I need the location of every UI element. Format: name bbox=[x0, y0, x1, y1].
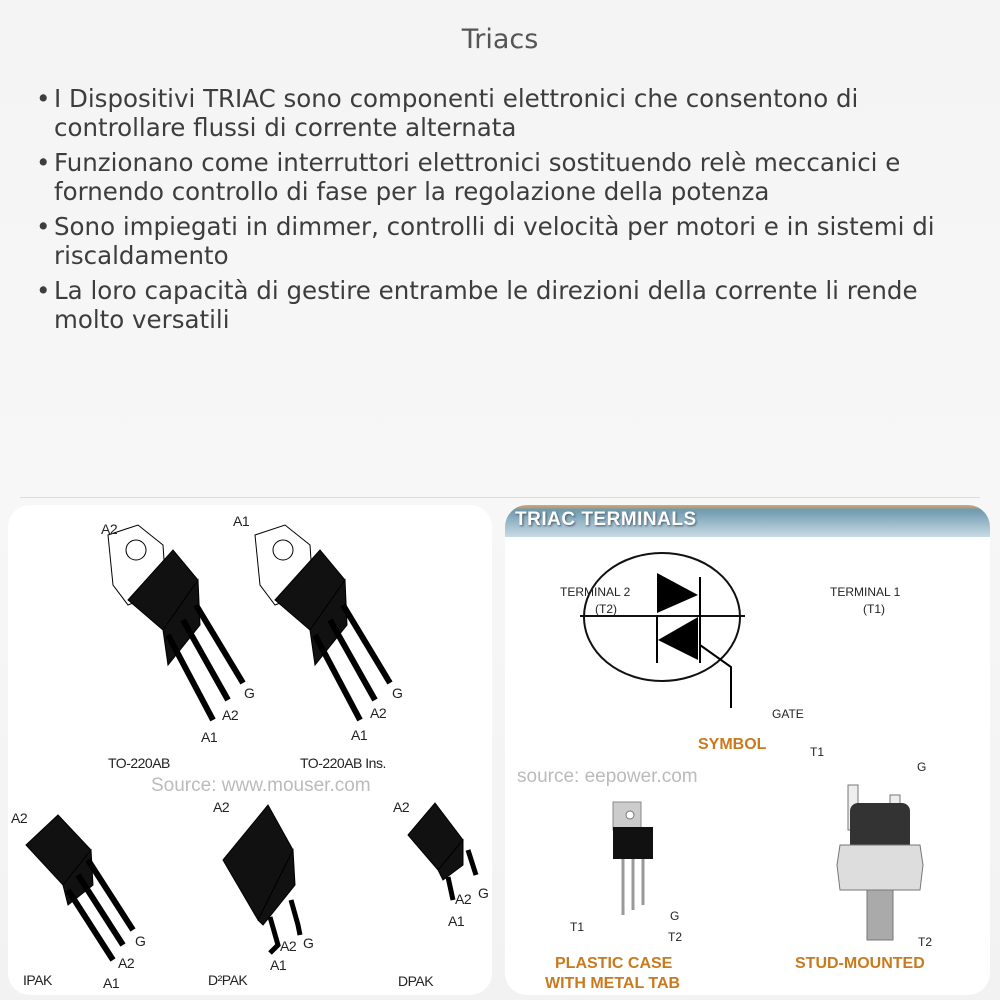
bullet-text: Sono impiegati in dimmer, controlli di v… bbox=[54, 212, 935, 270]
pin-label: T1 bbox=[810, 745, 825, 759]
pin-label: A2 bbox=[280, 938, 297, 954]
bullet-list: •I Dispositivi TRIAC sono componenti ele… bbox=[32, 84, 982, 340]
pin-label: G bbox=[670, 909, 680, 923]
pin-label: T1 bbox=[570, 920, 585, 934]
source-watermark: source: eepower.com bbox=[517, 766, 698, 787]
d2pak-package-icon bbox=[222, 804, 303, 955]
t1-label: (T1) bbox=[863, 602, 885, 616]
packages-drawing bbox=[25, 524, 479, 962]
plastic-case-caption-2: WITH METAL TAB bbox=[545, 975, 681, 992]
triac-symbol-icon bbox=[580, 552, 924, 941]
pin-label: G bbox=[917, 760, 927, 774]
dpak-package-icon bbox=[407, 802, 479, 901]
source-watermark: Source: www.mouser.com bbox=[151, 775, 371, 796]
to220-package-icon bbox=[107, 524, 246, 722]
pin-label: A2 bbox=[455, 891, 472, 907]
pin-label: A1 bbox=[103, 975, 120, 991]
pin-label: A1 bbox=[448, 913, 465, 929]
bullet-icon: • bbox=[36, 212, 51, 241]
t2-label: (T2) bbox=[595, 602, 617, 616]
terminal2-label: TERMINAL 2 bbox=[560, 585, 631, 599]
bullet-icon: • bbox=[36, 276, 51, 305]
pin-label: A1 bbox=[201, 729, 218, 745]
package-name: D²PAK bbox=[208, 972, 248, 988]
pin-label: G bbox=[135, 933, 146, 949]
bullet-item: •La loro capacità di gestire entrambe le… bbox=[32, 276, 982, 334]
pin-label: A2 bbox=[393, 799, 410, 815]
pin-label: G bbox=[478, 885, 489, 901]
terminal1-label: TERMINAL 1 bbox=[830, 585, 901, 599]
gate-label: GATE bbox=[772, 707, 804, 721]
bullet-text: La loro capacità di gestire entrambe le … bbox=[54, 276, 918, 334]
banner-title: TRIAC TERMINALS bbox=[515, 509, 697, 530]
pin-label: A1 bbox=[233, 513, 250, 529]
to220-ins-package-icon bbox=[254, 524, 393, 722]
bullet-item: •Sono impiegati in dimmer, controlli di … bbox=[32, 212, 982, 270]
symbol-caption: SYMBOL bbox=[698, 736, 767, 753]
bullet-text: I Dispositivi TRIAC sono componenti elet… bbox=[54, 84, 859, 142]
triac-packages-image: A2 A1 A2 G TO-220AB A1 A1 A2 G TO-220AB … bbox=[8, 505, 492, 995]
pin-label: T2 bbox=[918, 935, 933, 949]
pin-label: T2 bbox=[668, 930, 683, 944]
bullet-icon: • bbox=[36, 84, 51, 113]
pin-label: A2 bbox=[370, 705, 387, 721]
bullet-text: Funzionano come interruttori elettronici… bbox=[54, 148, 901, 206]
pin-label: G bbox=[244, 685, 255, 701]
bullet-item: •I Dispositivi TRIAC sono componenti ele… bbox=[32, 84, 982, 142]
divider bbox=[20, 497, 980, 498]
package-name: TO-220AB bbox=[108, 755, 170, 771]
package-name: DPAK bbox=[398, 973, 434, 989]
bullet-item: •Funzionano come interruttori elettronic… bbox=[32, 148, 982, 206]
plastic-case-icon bbox=[612, 801, 653, 915]
ipak-package-icon bbox=[25, 814, 136, 962]
pin-label: G bbox=[392, 685, 403, 701]
stud-mounted-icon bbox=[836, 784, 924, 941]
pin-label: A2 bbox=[11, 810, 28, 826]
slide-title: Triacs bbox=[461, 24, 539, 55]
pin-label: A2 bbox=[101, 521, 118, 537]
bullet-icon: • bbox=[36, 148, 51, 177]
banner: TRIAC TERMINALS bbox=[505, 505, 990, 537]
pin-label: G bbox=[303, 935, 314, 951]
pin-label: A2 bbox=[222, 707, 239, 723]
stud-mounted-caption: STUD-MOUNTED bbox=[795, 955, 925, 972]
package-name: TO-220AB Ins. bbox=[300, 755, 386, 771]
pin-label: A2 bbox=[213, 799, 230, 815]
plastic-case-caption: PLASTIC CASE bbox=[555, 955, 673, 972]
package-name: IPAK bbox=[23, 972, 52, 988]
triac-terminals-image: TRIAC TERMINALS TERMINAL 2 (T2) TERMINAL… bbox=[505, 505, 990, 995]
pin-label: A1 bbox=[270, 957, 287, 973]
pin-label: A2 bbox=[118, 955, 135, 971]
pin-label: A1 bbox=[351, 727, 368, 743]
